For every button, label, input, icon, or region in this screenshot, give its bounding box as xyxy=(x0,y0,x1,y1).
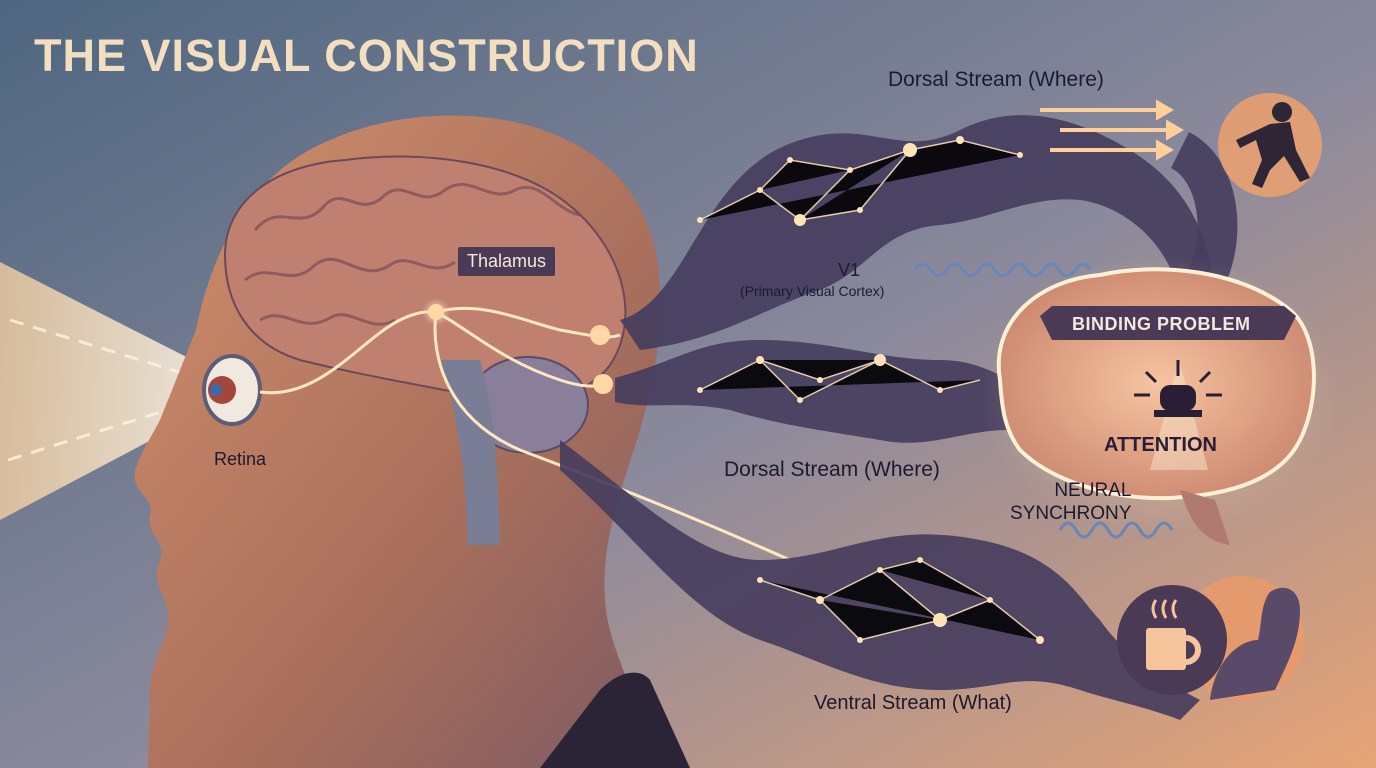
label-neural-line1: NEURAL xyxy=(1054,480,1132,501)
thalamus-core xyxy=(428,304,444,320)
oscillation-wave-upper xyxy=(913,262,1093,278)
label-retina: Retina xyxy=(214,449,267,469)
v1-node-lower xyxy=(593,374,613,394)
head-silhouette-icon xyxy=(1210,587,1300,700)
v1-node-upper xyxy=(590,325,610,345)
label-ventral-stream: Ventral Stream (What) xyxy=(814,692,1012,714)
siren-icon xyxy=(1134,360,1222,417)
binding-brain-stem xyxy=(1180,490,1230,545)
label-binding-problem: BINDING PROBLEM xyxy=(1072,314,1251,334)
label-neural-synchrony: NEURAL SYNCHRONY xyxy=(1010,479,1131,525)
eye-icon xyxy=(202,354,262,426)
label-v1: V1 xyxy=(838,260,861,280)
brainstem xyxy=(440,360,500,545)
dorsal-arrows xyxy=(1040,99,1184,161)
cerebrum xyxy=(223,155,627,403)
label-dorsal-stream-upper: Dorsal Stream (Where) xyxy=(888,68,1104,91)
page-title: THE VISUAL CONSTRUCTION xyxy=(34,30,699,81)
label-dorsal-stream-middle: Dorsal Stream (Where) xyxy=(724,458,940,481)
binding-banner xyxy=(1040,306,1296,340)
label-neural-line2: SYNCHRONY xyxy=(1010,503,1132,524)
light-beam xyxy=(0,262,212,520)
label-attention: ATTENTION xyxy=(1104,434,1217,456)
brain-folds xyxy=(244,183,581,326)
network-links xyxy=(699,139,1041,641)
shoulder xyxy=(540,672,690,768)
coffee-mug-icon xyxy=(1146,599,1201,670)
network-nodes xyxy=(697,136,1044,644)
label-v1-subtitle: (Primary Visual Cortex) xyxy=(740,283,885,299)
oscillation-wave-lower xyxy=(1058,521,1174,539)
running-person-icon xyxy=(1236,102,1310,188)
dorsal-stream-upper xyxy=(620,115,1215,350)
label-thalamus: Thalamus xyxy=(458,247,556,276)
